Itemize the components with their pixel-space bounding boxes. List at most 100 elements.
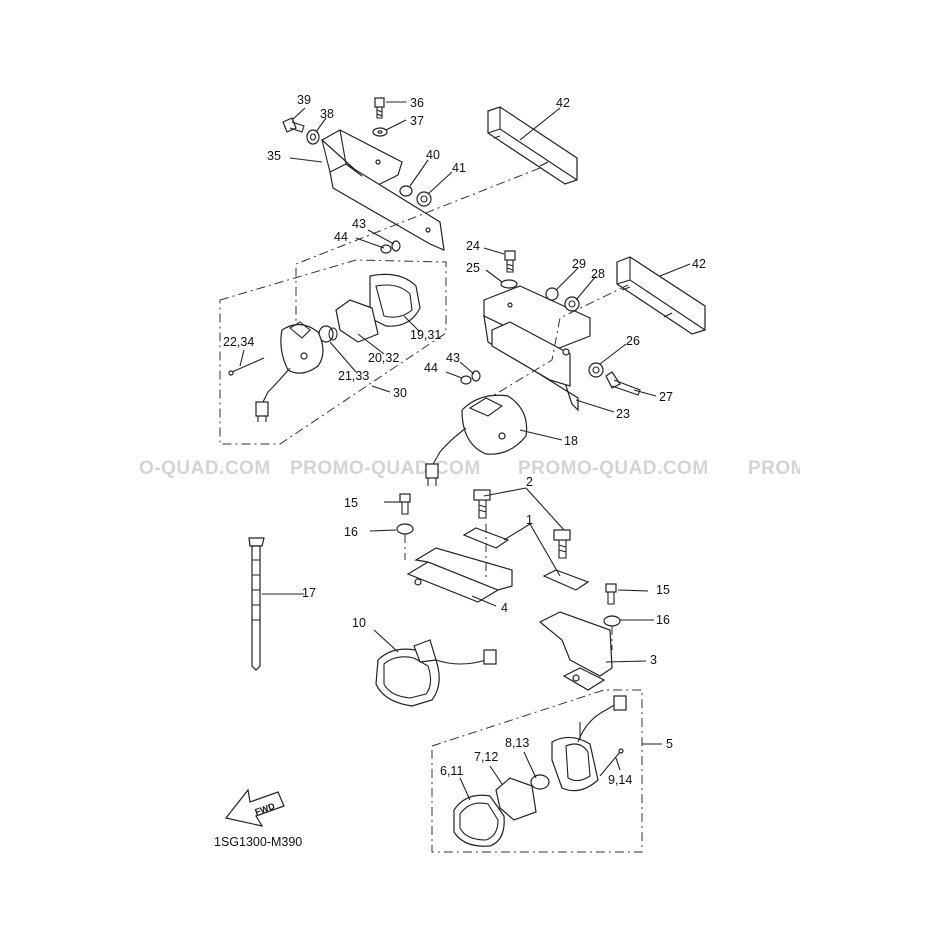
callout-7-12: 7,12 [474, 750, 498, 764]
reflector-42-lower-pins [621, 286, 673, 318]
bolt-2-right-head [553, 529, 571, 541]
bracket-35-hole-2 [425, 227, 431, 233]
lamp-socket-30-hole [300, 352, 308, 360]
turn-signal-10-connector [483, 649, 497, 665]
screw-22-34-head [228, 370, 234, 376]
callout-22-34: 22,34 [223, 335, 254, 349]
bolt-27-head [605, 371, 621, 389]
bolt-27-shank [611, 379, 641, 396]
callout-39: 39 [297, 93, 311, 107]
bulb-8-13 [530, 774, 550, 790]
cable-tie-17-ribs [252, 559, 260, 621]
lamp-connector-30-pins [257, 416, 267, 422]
callout-15-right: 15 [656, 583, 670, 597]
callout-16-left: 16 [344, 525, 358, 539]
group-5-outline [431, 689, 643, 853]
nut-41 [416, 191, 432, 207]
cable-tie-17-head [248, 537, 265, 547]
washer-37 [372, 127, 388, 137]
callout-21-33: 21,33 [338, 369, 369, 383]
bracket-3-hole [572, 674, 580, 682]
screw-9-14 [599, 751, 621, 777]
collar-40 [399, 185, 413, 197]
callout-44-lower: 44 [424, 361, 438, 375]
callout-15-left: 15 [344, 496, 358, 510]
bolt-2-right-thread [558, 540, 567, 559]
washer-37-hole [377, 130, 383, 134]
bracket-23-hole [507, 302, 513, 308]
fwd-arrow-shape [224, 788, 285, 827]
bulb-21-33-base [328, 327, 338, 341]
callout-29: 29 [572, 257, 586, 271]
assembly-lines-lower [404, 524, 613, 650]
callout-5: 5 [666, 737, 673, 751]
callout-35: 35 [267, 149, 281, 163]
cable-tie-17 [248, 537, 265, 671]
lamp-18-body [461, 394, 528, 455]
callout-23: 23 [616, 407, 630, 421]
bracket-23-side [491, 321, 571, 387]
callout-17: 17 [302, 586, 316, 600]
callout-44-upper: 44 [334, 230, 348, 244]
callout-2: 2 [526, 475, 533, 489]
washer-25 [500, 279, 518, 289]
group-30-outline [219, 259, 447, 445]
screw-15-right-head [605, 583, 617, 593]
assembly-line-upper [295, 167, 541, 330]
lamp-connector-30 [255, 401, 269, 417]
watermark-3: PROMO-QUAD.COM [518, 458, 709, 479]
lamp-socket-30-top [289, 321, 311, 339]
lamp-18-connector [425, 463, 439, 479]
nut-26 [588, 362, 604, 378]
reflector-42-upper-pins [493, 135, 549, 167]
bracket-35-edges [321, 129, 363, 177]
lamp-18 [425, 394, 528, 486]
lens-19-31 [369, 273, 421, 327]
callout-1: 1 [526, 513, 533, 527]
callout-9-14: 9,14 [608, 773, 632, 787]
callout-26: 26 [626, 334, 640, 348]
callout-27: 27 [659, 390, 673, 404]
socket-5-wire [577, 703, 617, 743]
callout-41: 41 [452, 161, 466, 175]
watermark-2: PROMO-QUAD.COM [290, 458, 481, 479]
washer-16-left [396, 523, 414, 535]
cover-20-32 [335, 299, 379, 343]
lamp-18-pins [427, 478, 437, 486]
nut-38-hole [309, 133, 317, 141]
callout-43-upper: 43 [352, 217, 366, 231]
callout-42-upper: 42 [556, 96, 570, 110]
callout-labels: 39 38 36 37 42 35 40 41 43 44 24 25 29 2… [223, 93, 706, 787]
callout-30: 30 [393, 386, 407, 400]
nut-26-hole [592, 366, 600, 374]
lamp-socket-30 [280, 323, 324, 374]
nut-28-hole [568, 300, 576, 308]
lens-6-11-inner [459, 802, 499, 841]
callout-28: 28 [591, 267, 605, 281]
lamp-18-hole [498, 432, 506, 440]
turn-signal-10 [375, 639, 497, 707]
socket-5 [551, 736, 599, 792]
callout-42-lower: 42 [692, 257, 706, 271]
screw-22-34 [231, 357, 265, 373]
nut-28 [564, 296, 580, 312]
tail-lamp-group-30 [219, 259, 447, 445]
bolt-39-shank [289, 121, 305, 133]
screw-15-right-thread [607, 592, 615, 605]
callout-37: 37 [410, 114, 424, 128]
lens-19-31-inner [375, 284, 413, 318]
screw-15-left-thread [401, 502, 409, 515]
callout-10: 10 [352, 616, 366, 630]
callout-4: 4 [501, 601, 508, 615]
turn-signal-group-5 [431, 689, 643, 853]
socket-5-inner [565, 743, 591, 782]
turn-signal-10-wire [435, 659, 487, 665]
bracket-3-foot [562, 667, 606, 691]
turn-signal-10-inner [383, 656, 432, 699]
upper-bracket-group [282, 97, 578, 254]
callout-16-right: 16 [656, 613, 670, 627]
screw-36-thread [376, 107, 383, 119]
washer-16-right [603, 615, 621, 627]
callout-24: 24 [466, 239, 480, 253]
